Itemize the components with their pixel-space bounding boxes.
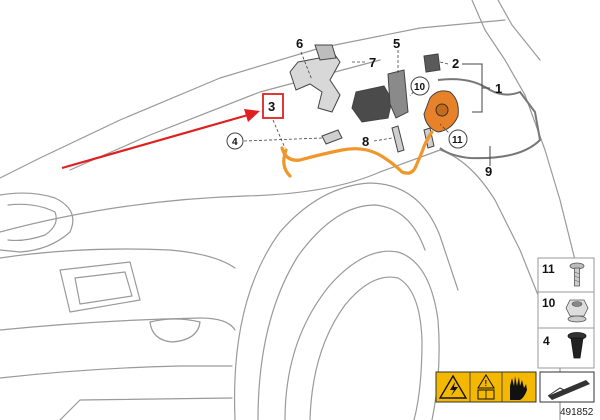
- wheel-arch-inner: [257, 204, 426, 420]
- wheel-arch-outer: [233, 182, 459, 420]
- cable-clip: [321, 129, 343, 145]
- fender-top: [0, 149, 441, 233]
- windshield-line: [497, 0, 541, 61]
- grille: [59, 261, 141, 313]
- vehicle-view-icon: [547, 380, 590, 400]
- bracket-detail: [314, 44, 337, 61]
- callout-9: 9: [485, 164, 492, 179]
- headlight: [0, 192, 74, 253]
- grey-harness: [437, 78, 542, 160]
- read-manual-icon: !: [477, 374, 495, 400]
- tyre-outer: [284, 250, 440, 420]
- expanding-rivet-icon: [567, 332, 587, 359]
- tyre-inner: [309, 276, 423, 420]
- callout-circle-10: [410, 76, 430, 96]
- legend-item-rivet: 4: [543, 332, 587, 359]
- bracket-part: [289, 54, 341, 113]
- parts-group: [289, 44, 542, 160]
- connector-block: [423, 53, 441, 73]
- callout-4: 4: [232, 137, 238, 148]
- hood-edge: [0, 19, 506, 179]
- highlight-box: [262, 93, 284, 119]
- callout-2: 2: [452, 56, 459, 71]
- callout-10: 10: [414, 82, 426, 93]
- fastener-legend: 11 10 4: [537, 257, 595, 369]
- view-reference-box: [539, 371, 595, 403]
- headlight-inner: [7, 203, 57, 242]
- a-pillar-line: [471, 0, 526, 96]
- legend-item-screw: 11: [542, 262, 585, 287]
- nut-icon: [565, 299, 589, 323]
- orange-component-port: [435, 103, 449, 117]
- legend-number-10: 10: [542, 296, 556, 310]
- svg-text:!: !: [485, 379, 488, 388]
- lower-edge: [59, 397, 233, 420]
- control-unit: [351, 85, 393, 123]
- callout-11: 11: [452, 135, 463, 146]
- screw-icon: [569, 262, 585, 287]
- bracket-lines: [462, 63, 491, 166]
- callout-circle-4: [226, 132, 244, 150]
- callout-8: 8: [362, 134, 369, 149]
- orange-harness: [280, 130, 434, 175]
- high-voltage-warning-icon: [438, 374, 468, 399]
- orange-harness-tail: [282, 148, 292, 178]
- part-number: 491852: [560, 407, 594, 418]
- legend-number-4: 4: [543, 334, 550, 348]
- indicator-arrow: [61, 109, 260, 170]
- legend-number-11: 11: [542, 262, 555, 276]
- protective-gloves-icon: [510, 376, 527, 400]
- fog-light: [149, 318, 201, 343]
- bolt-part-8: [391, 125, 405, 153]
- warning-panel: !: [435, 371, 537, 403]
- callout-5: 5: [393, 36, 400, 51]
- callout-1: 1: [495, 81, 502, 96]
- callout-3: 3: [268, 99, 275, 114]
- legend-item-nut: 10: [542, 296, 589, 323]
- bumper-bottom: [0, 365, 233, 379]
- callout-7: 7: [369, 55, 376, 70]
- grille-inner: [74, 271, 133, 305]
- callout-6: 6: [296, 36, 303, 51]
- bumper-top: [0, 248, 236, 269]
- callout-circle-11: [448, 129, 468, 149]
- mount-bracket: [387, 69, 409, 119]
